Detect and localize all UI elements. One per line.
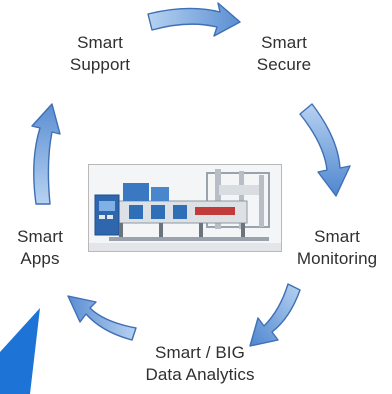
- node-smart-big-data-analytics: Smart / BIG Data Analytics: [112, 342, 288, 386]
- node-label-line2: Data Analytics: [145, 365, 255, 384]
- arrow-analytics-to-apps: [67, 295, 137, 341]
- node-smart-monitoring: Smart Monitoring: [282, 226, 392, 270]
- packaging-machine-photo: [88, 164, 282, 252]
- node-smart-support: Smart Support: [48, 32, 152, 76]
- corner-accent-shape: [0, 308, 40, 394]
- arrow-monitoring-to-analytics: [249, 283, 301, 347]
- arrow-support-to-secure: [147, 2, 241, 37]
- node-label-line2: Secure: [256, 55, 312, 74]
- node-label-line1: Smart: [17, 227, 63, 246]
- node-label-line2: Monitoring: [296, 249, 378, 268]
- node-label-line1: Smart: [314, 227, 360, 246]
- node-label-line2: Support: [69, 55, 131, 74]
- node-label-line1: Smart: [261, 33, 307, 52]
- node-smart-apps: Smart Apps: [0, 226, 80, 270]
- node-label-line2: Apps: [20, 249, 60, 268]
- arrow-apps-to-support: [31, 103, 61, 205]
- node-label-line1: Smart: [77, 33, 123, 52]
- arrow-secure-to-monitoring: [299, 103, 351, 197]
- node-smart-secure: Smart Secure: [232, 32, 336, 76]
- node-label-line1: Smart / BIG: [155, 343, 245, 362]
